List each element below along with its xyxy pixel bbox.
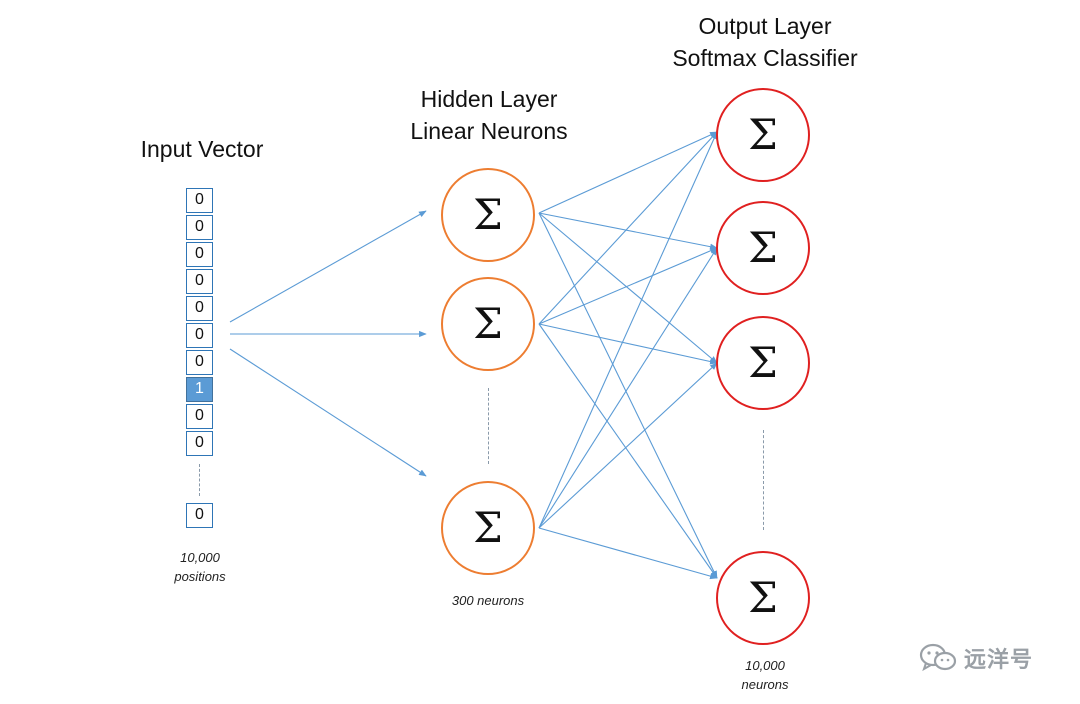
input-cell: 0 (186, 323, 213, 348)
edge-group (229, 131, 718, 580)
input-cell: 0 (186, 188, 213, 213)
input-to-hidden-edge (229, 210, 427, 323)
input-cell: 0 (186, 215, 213, 240)
output-title-line2: Softmax Classifier (672, 45, 858, 71)
input-cell-active: 1 (186, 377, 213, 402)
output-ellipsis (763, 430, 764, 530)
hidden-to-output-edge (538, 212, 718, 250)
hidden-to-output-edge (538, 362, 718, 529)
hidden-neuron: Σ (441, 277, 535, 371)
hidden-title-line2: Linear Neurons (410, 118, 568, 144)
hidden-neuron: Σ (441, 168, 535, 262)
hidden-to-output-edge (538, 131, 718, 325)
watermark-text: 远洋号 (964, 647, 1034, 672)
hidden-to-output-edge (538, 247, 718, 325)
input-caption-line2: positions (174, 569, 226, 584)
hidden-to-output-edge (538, 212, 718, 579)
input-caption-line1: 10,000 (180, 550, 220, 565)
watermark: 远洋号 (918, 638, 1033, 678)
hidden-to-output-edge (538, 527, 718, 580)
hidden-to-output-edge (538, 247, 718, 529)
output-neuron: Σ (716, 201, 810, 295)
input-cell: 0 (186, 431, 213, 456)
hidden-ellipsis (488, 388, 489, 464)
input-cell: 0 (186, 269, 213, 294)
input-cell: 0 (186, 242, 213, 267)
output-caption-line2: neurons (741, 677, 789, 692)
hidden-neuron: Σ (441, 481, 535, 575)
hidden-to-output-edge (538, 131, 718, 529)
input-to-hidden-edge (229, 348, 427, 477)
input-cell-last: 0 (186, 503, 213, 528)
input-ellipsis (199, 464, 200, 496)
hidden-caption: 300 neurons (451, 593, 525, 608)
output-neuron: Σ (716, 88, 810, 182)
hidden-to-output-edge (538, 323, 718, 365)
output-neuron: Σ (716, 316, 810, 410)
hidden-to-output-edge (538, 323, 718, 579)
input-title: Input Vector (140, 136, 264, 162)
hidden-title-line1: Hidden Layer (420, 86, 558, 112)
input-cell: 0 (186, 350, 213, 375)
hidden-to-output-edge (538, 131, 718, 214)
input-cell: 0 (186, 296, 213, 321)
output-neuron: Σ (716, 551, 810, 645)
output-title-line1: Output Layer (698, 13, 832, 39)
input-cell: 0 (186, 404, 213, 429)
hidden-to-output-edge (538, 212, 718, 364)
output-caption-line1: 10,000 (745, 658, 785, 673)
wechat-icon (919, 643, 957, 672)
